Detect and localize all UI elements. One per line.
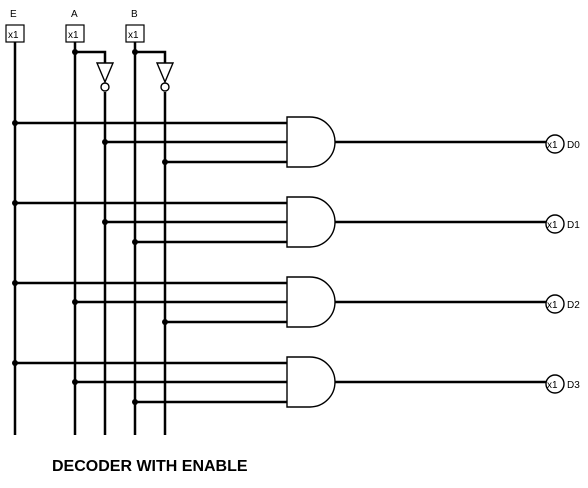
inverter-a-bubble [100, 82, 110, 92]
output-label-d1: D1 [567, 220, 580, 231]
and-gate-d2 [12, 276, 546, 328]
and-gate-d0 [12, 116, 546, 168]
and-gate-body-d0 [286, 116, 336, 168]
output-probe-label-d0: x1 [547, 140, 558, 151]
inverter-b-bubble [160, 82, 170, 92]
junction-a-d2 [72, 299, 78, 305]
inverter-a [72, 49, 115, 92]
input-pin-e: E x1 [5, 9, 25, 43]
input-pin-b: B x1 [125, 9, 145, 43]
input-label-e: E [10, 9, 17, 20]
output-probe-d1: x1 D1 [545, 214, 580, 234]
output-probe-d2: x1 D2 [545, 294, 580, 314]
junction-e-d3 [12, 360, 18, 366]
junction-b-d1 [132, 239, 138, 245]
inverter-a-triangle [95, 62, 115, 84]
input-label-b: B [131, 9, 138, 20]
output-probe-circle-d3 [545, 374, 565, 394]
input-box-label-b: x1 [128, 30, 139, 41]
and-gate-body-d3 [286, 356, 336, 408]
junction-e-d2 [12, 280, 18, 286]
input-label-a: A [71, 9, 78, 20]
junction-e-d1 [12, 200, 18, 206]
input-box-label-a: x1 [68, 30, 79, 41]
and-gate-body-d1 [286, 196, 336, 248]
output-probe-circle-d2 [545, 294, 565, 314]
output-probe-label-d3: x1 [547, 380, 558, 391]
output-probe-circle-d1 [545, 214, 565, 234]
junction-b-inv-d0 [162, 159, 168, 165]
junction-b-inverter [132, 49, 138, 55]
output-label-d2: D2 [567, 300, 580, 311]
inverter-a-input-wire [75, 50, 107, 63]
inverter-b-input-wire [135, 50, 167, 63]
and-gate-body-d2 [286, 276, 336, 328]
output-probe-circle-d0 [545, 134, 565, 154]
junction-a-inverter [72, 49, 78, 55]
input-box-label-e: x1 [8, 30, 19, 41]
junction-a-inv-d1 [102, 219, 108, 225]
inverter-b-triangle [155, 62, 175, 84]
inverter-b [132, 49, 175, 92]
and-gate-d1 [12, 196, 546, 248]
output-probe-label-d1: x1 [547, 220, 558, 231]
and-gate-d3 [12, 356, 546, 408]
diagram-caption: DECODER WITH ENABLE [52, 458, 248, 475]
junction-b-d3 [132, 399, 138, 405]
junction-b-inv-d2 [162, 319, 168, 325]
output-label-d3: D3 [567, 380, 580, 391]
junction-e-d0 [12, 120, 18, 126]
output-probe-label-d2: x1 [547, 300, 558, 311]
output-label-d0: D0 [567, 140, 580, 151]
junction-a-inv-d0 [102, 139, 108, 145]
output-probe-d0: x1 D0 [545, 134, 580, 154]
output-probe-d3: x1 D3 [545, 374, 580, 394]
junction-a-d3 [72, 379, 78, 385]
input-pin-a: A x1 [65, 9, 85, 43]
